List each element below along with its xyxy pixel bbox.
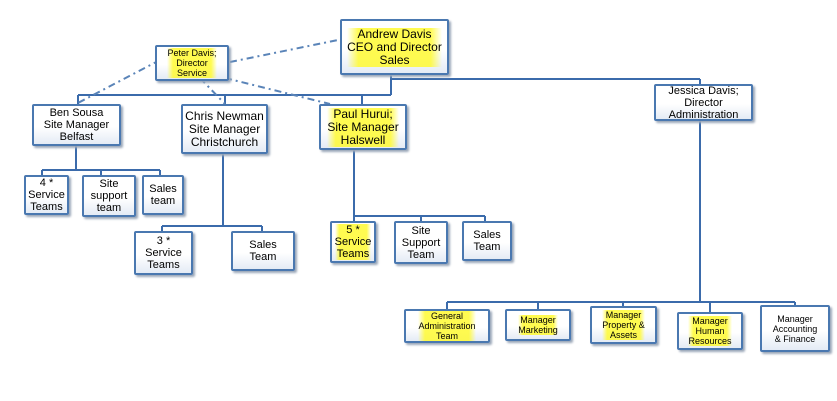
belfast-sales-team-node: Sales team: [142, 175, 184, 215]
manager-property-label: Manager Property & Assets: [602, 310, 645, 340]
halswell-support-team-label: Site Support Team: [401, 224, 441, 261]
belfast-manager-node: Ben Sousa Site Manager Belfast: [32, 104, 121, 146]
manager-hr-label: Manager Human Resources: [688, 316, 732, 346]
christchurch-manager-label: Chris Newman Site Manager Christchurch: [185, 108, 264, 149]
christchurch-sales-team-label: Sales Team: [249, 239, 277, 263]
ceo-label: Andrew Davis CEO and Director Sales: [347, 26, 442, 67]
belfast-manager-label: Ben Sousa Site Manager Belfast: [43, 107, 110, 143]
christchurch-service-teams-node: 3 * Service Teams: [134, 231, 193, 275]
manager-property-node: Manager Property & Assets: [590, 306, 657, 344]
manager-accounting-node: Manager Accounting & Finance: [760, 305, 830, 352]
halswell-service-teams-node: 5 * Service Teams: [330, 221, 376, 263]
service-director-label: Peter Davis; Director Service: [167, 48, 217, 78]
manager-marketing-label: Manager Marketing: [518, 315, 558, 335]
halswell-manager-label: Paul Hurui; Site Manager Halswell: [327, 106, 399, 147]
christchurch-service-teams-label: 3 * Service Teams: [145, 235, 182, 271]
admin-director-label: Jessica Davis; Director Administration: [668, 84, 739, 121]
manager-hr-node: Manager Human Resources: [677, 312, 743, 350]
general-admin-team-label: General Administration Team: [418, 311, 476, 341]
admin-director-node: Jessica Davis; Director Administration: [654, 84, 753, 121]
belfast-support-team-node: Site support team: [82, 175, 136, 217]
belfast-service-teams-label: 4 * Service Teams: [28, 177, 65, 213]
halswell-manager-node: Paul Hurui; Site Manager Halswell: [319, 104, 407, 150]
manager-marketing-node: Manager Marketing: [505, 309, 571, 341]
halswell-sales-team-label: Sales Team: [473, 229, 501, 253]
service-director-node: Peter Davis; Director Service: [155, 45, 229, 81]
general-admin-team-node: General Administration Team: [404, 309, 490, 343]
halswell-service-teams-label: 5 * Service Teams: [334, 224, 372, 260]
christchurch-sales-team-node: Sales Team: [231, 231, 295, 271]
belfast-service-teams-node: 4 * Service Teams: [24, 175, 69, 215]
manager-accounting-label: Manager Accounting & Finance: [772, 313, 818, 344]
belfast-support-team-label: Site support team: [90, 178, 128, 214]
belfast-sales-team-label: Sales team: [149, 183, 177, 207]
ceo-node: Andrew Davis CEO and Director Sales: [340, 19, 449, 75]
christchurch-manager-node: Chris Newman Site Manager Christchurch: [181, 104, 268, 154]
halswell-sales-team-node: Sales Team: [462, 221, 512, 261]
halswell-support-team-node: Site Support Team: [394, 221, 448, 264]
